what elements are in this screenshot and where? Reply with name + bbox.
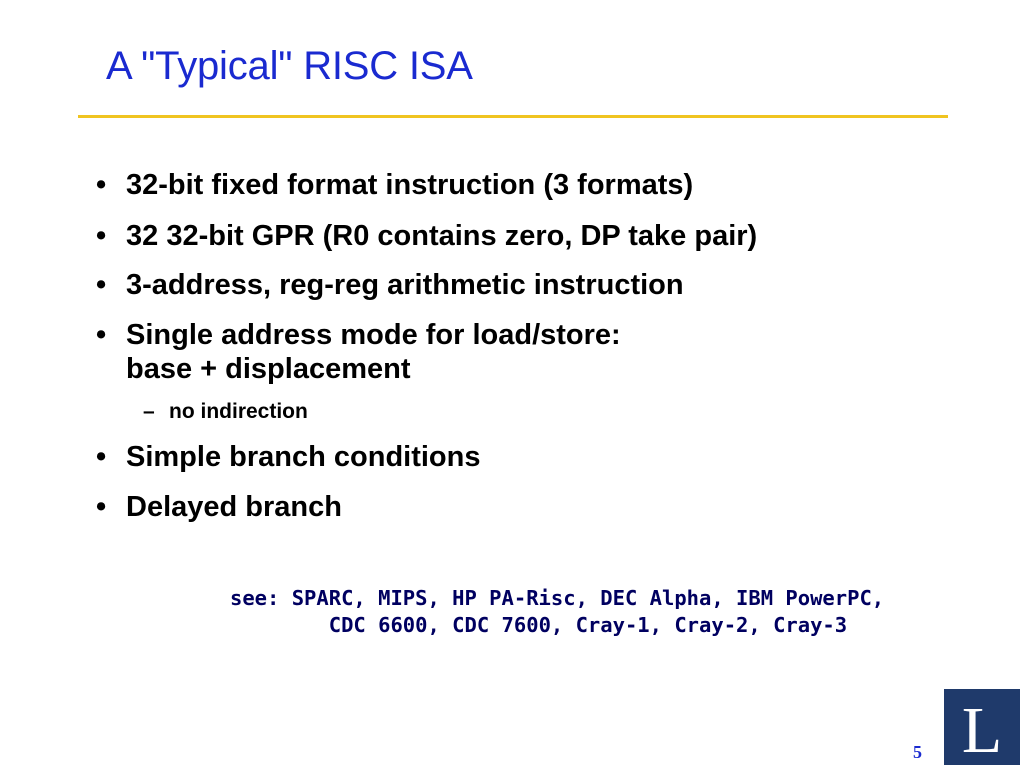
see-also-line-1: see: SPARC, MIPS, HP PA-Risc, DEC Alpha,… — [230, 586, 885, 610]
bullet-item: • 32 32-bit GPR (R0 contains zero, DP ta… — [96, 219, 757, 253]
bullet-icon: • — [96, 220, 107, 252]
bullet-item: • 3-address, reg-reg arithmetic instruct… — [96, 268, 684, 302]
page-number: 5 — [913, 742, 922, 762]
bullet-item: • Simple branch conditions — [96, 440, 481, 474]
bullet-icon: • — [96, 169, 107, 201]
l-letter-logo-icon: L — [944, 689, 1020, 765]
bullet-item: • Delayed branch — [96, 490, 342, 524]
svg-text:L: L — [962, 694, 1002, 765]
bullet-item: • Single address mode for load/store: ba… — [96, 318, 621, 386]
bullet-item: • 32-bit fixed format instruction (3 for… — [96, 168, 693, 202]
title-underline-rule — [78, 115, 948, 118]
slide-title: A "Typical" RISC ISA — [106, 44, 473, 88]
bullet-text: 32-bit fixed format instruction (3 forma… — [126, 169, 694, 201]
bullet-icon: • — [96, 491, 107, 523]
bullet-icon: • — [96, 319, 107, 351]
bullet-icon: • — [96, 269, 107, 301]
bullet-text: 3-address, reg-reg arithmetic instructio… — [126, 269, 684, 301]
dash-icon: – — [143, 400, 155, 423]
bullet-text: Simple branch conditions — [126, 441, 481, 473]
see-also-line-2: CDC 6600, CDC 7600, Cray-1, Cray-2, Cray… — [328, 613, 848, 637]
bullet-text: 32 32-bit GPR (R0 contains zero, DP take… — [126, 220, 758, 252]
bullet-text-continuation: base + displacement — [126, 353, 411, 385]
bullet-icon: • — [96, 441, 107, 473]
sub-bullet-text: no indirection — [169, 400, 308, 423]
bullet-text: Single address mode for load/store: — [126, 319, 621, 351]
sub-bullet-item: –no indirection — [143, 400, 308, 424]
bullet-text: Delayed branch — [126, 491, 342, 523]
see-also-note: see: SPARC, MIPS, HP PA-Risc, DEC Alpha,… — [230, 585, 884, 639]
